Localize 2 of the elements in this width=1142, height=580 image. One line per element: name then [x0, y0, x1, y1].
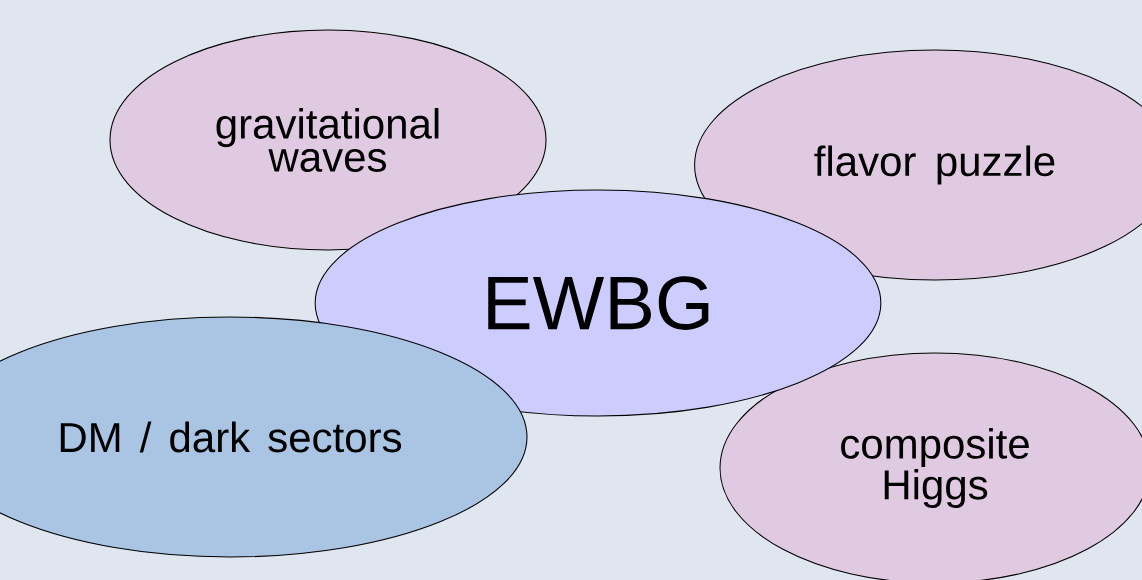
ellipse-bubble: gravitational waves — [109, 29, 547, 251]
ellipse-bubble: composite Higgs — [719, 352, 1142, 580]
